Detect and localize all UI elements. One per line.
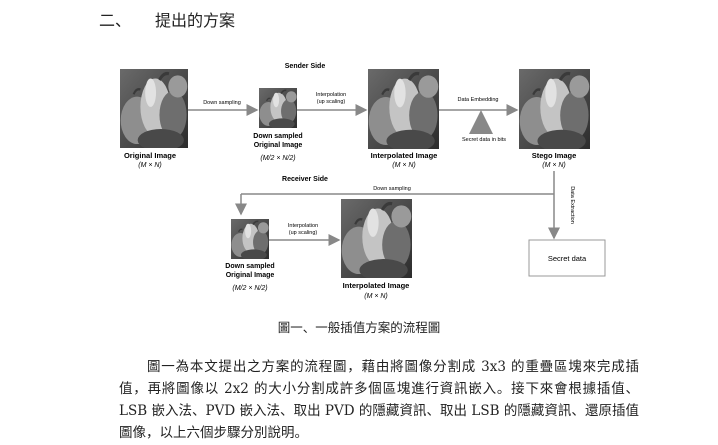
arrow-label-down-sampling-2: Down sampling xyxy=(373,186,411,192)
original-image-dims: (M × N) xyxy=(138,162,162,169)
interpolated-2-label: Interpolated Image xyxy=(343,281,410,290)
section-heading: 二、 提出的方案 xyxy=(99,7,235,31)
original-image-label: Original Image xyxy=(124,151,176,160)
down-sampled-image-1 xyxy=(259,88,297,128)
down-sampled-2-line2: Original Image xyxy=(226,272,275,279)
section-title: 提出的方案 xyxy=(155,11,236,30)
interpolated-image-1 xyxy=(368,69,439,149)
arrow-label-down-sampling-1: Down sampling xyxy=(203,100,241,106)
arrow-label-interpolation-2b: (up scaling) xyxy=(289,230,318,236)
arrow-label-interpolation-2a: Interpolation xyxy=(288,223,318,229)
down-sampled-2-dims: (M/2 × N/2) xyxy=(232,285,267,292)
down-sampled-2-line1: Down sampled xyxy=(225,263,274,270)
arrow-label-data-extraction: Data Extraction xyxy=(569,186,575,224)
interpolated-image-2 xyxy=(341,199,412,278)
flow-diagram: Sender Side Receiver Side Down sampling … xyxy=(120,63,606,300)
body-paragraph: 圖一為本文提出之方案的流程圖，藉由將圖像分割成 3x3 的重疊區塊來完成插值，再… xyxy=(119,359,639,441)
section-number: 二、 xyxy=(99,11,132,30)
interpolated-1-label: Interpolated Image xyxy=(371,151,438,160)
down-sampled-1-line2: Original Image xyxy=(254,142,303,149)
original-image xyxy=(120,69,188,148)
down-sampled-image-2 xyxy=(231,219,269,259)
down-sampled-1-line1: Down sampled xyxy=(253,133,302,140)
arrow-label-interpolation-1b: (up scaling) xyxy=(317,99,346,105)
receiver-side-label: Receiver Side xyxy=(282,176,328,183)
secret-data-box xyxy=(528,239,606,277)
stego-image-label: Stego Image xyxy=(532,151,577,160)
stego-image-dims: (M × N) xyxy=(542,162,566,169)
interpolated-2-dims: (M × N) xyxy=(364,293,388,300)
secret-data-label: Secret data xyxy=(548,254,587,263)
arrow-label-interpolation-1a: Interpolation xyxy=(316,92,346,98)
stego-image xyxy=(519,69,590,149)
arrow-label-data-embedding: Data Embedding xyxy=(458,97,499,103)
down-sampled-1-dims: (M/2 × N/2) xyxy=(260,155,295,162)
figure-caption: 圖一、一般插值方案的流程圖 xyxy=(277,320,441,335)
arrow-label-secret-bits: Secret data in bits xyxy=(462,137,506,143)
interpolated-1-dims: (M × N) xyxy=(392,162,416,169)
sender-side-label: Sender Side xyxy=(285,63,326,70)
